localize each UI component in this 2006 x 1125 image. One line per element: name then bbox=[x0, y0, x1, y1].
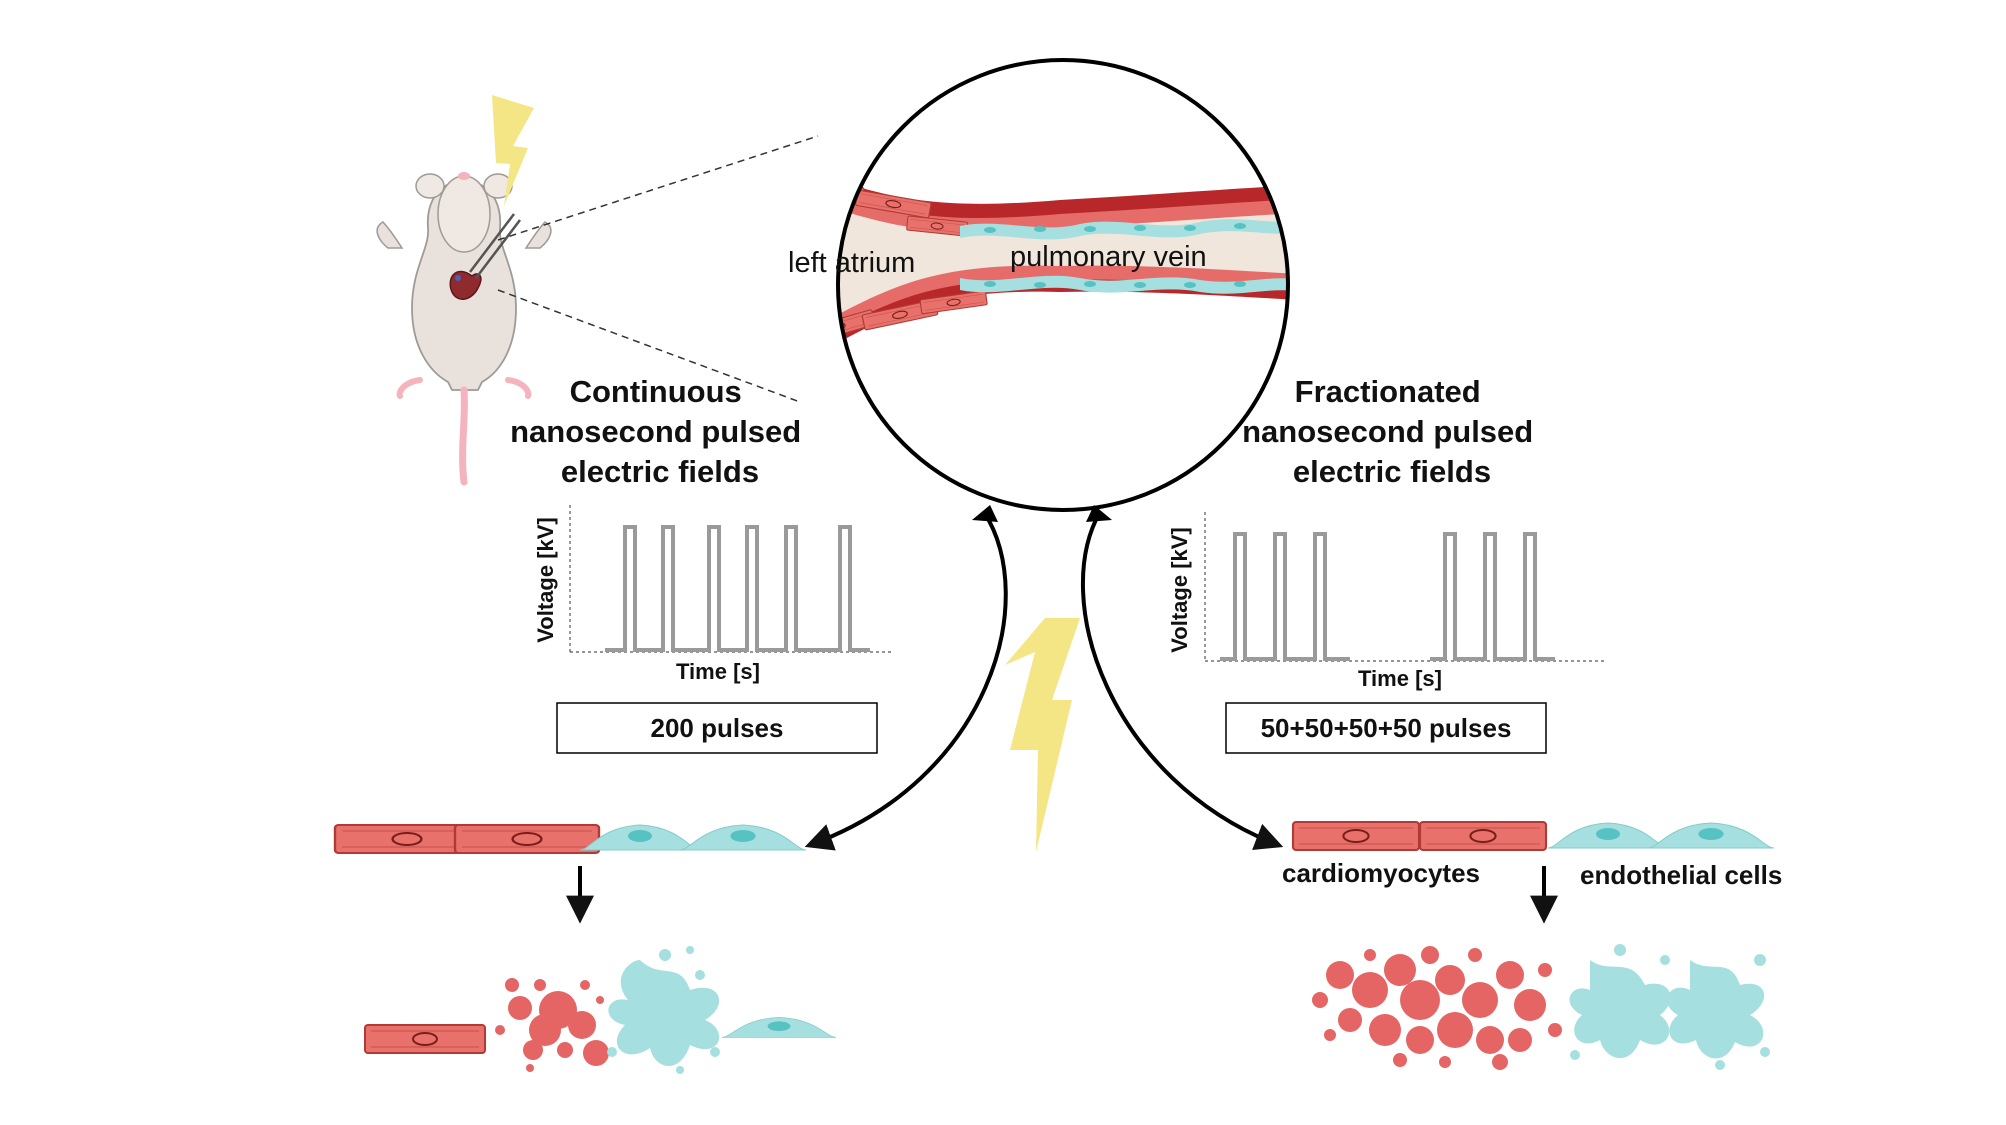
left-outcome bbox=[364, 946, 837, 1074]
continuous-x-label: Time [s] bbox=[676, 659, 760, 684]
right-outcome bbox=[1312, 944, 1770, 1070]
arrow-tail-left bbox=[972, 505, 998, 522]
intact-endothelial-cell bbox=[721, 1016, 837, 1038]
ruptured-cardiomyocyte-blebs bbox=[1312, 946, 1562, 1070]
continuous-y-label: Voltage [kV] bbox=[533, 517, 558, 643]
endothelial-cells-label: endothelial cells bbox=[1580, 860, 1782, 890]
cardiomyocyte-cell bbox=[453, 823, 601, 855]
continuous-title-line-1: Continuous bbox=[570, 374, 742, 409]
continuous-pulse-plot: Voltage [kV] Time [s] bbox=[533, 505, 892, 684]
vessel-zoom-circle bbox=[836, 58, 1290, 512]
fractionated-pulse-label: 50+50+50+50 pulses bbox=[1261, 713, 1512, 743]
fractionated-pulse-trace bbox=[1220, 532, 1555, 661]
fractionated-title: Fractionated nanosecond pulsed electric … bbox=[1242, 374, 1542, 489]
continuous-pulse-label: 200 pulses bbox=[651, 713, 784, 743]
continuous-title-line-3: electric fields bbox=[561, 454, 759, 489]
zoom-line-upper bbox=[497, 135, 819, 241]
left-cell-row bbox=[333, 823, 807, 855]
ruptured-endothelial-splat-2 bbox=[1667, 960, 1765, 1059]
curved-arrow-left bbox=[804, 510, 1008, 851]
fractionated-y-label: Voltage [kV] bbox=[1167, 527, 1192, 653]
fractionated-title-line-1: Fractionated bbox=[1295, 374, 1481, 409]
cardiomyocytes-label: cardiomyocytes bbox=[1282, 858, 1480, 888]
ruptured-endothelial-splat-1 bbox=[1569, 960, 1671, 1059]
large-lightning-bolt-icon bbox=[1005, 618, 1080, 852]
cardiomyocyte-cell bbox=[1291, 820, 1421, 852]
continuous-pulse-trace bbox=[605, 525, 870, 652]
right-cell-row bbox=[1291, 820, 1775, 852]
curved-arrow-right bbox=[1080, 511, 1284, 850]
arrow-tail-right bbox=[1086, 505, 1112, 522]
ruptured-endothelial-splat bbox=[608, 960, 720, 1067]
continuous-title: Continuous nanosecond pulsed electric fi… bbox=[510, 374, 810, 489]
ruptured-cardiomyocyte-blebs bbox=[495, 978, 609, 1072]
endothelial-cell bbox=[679, 824, 807, 851]
fractionated-pulse-plot: Voltage [kV] Time [s] bbox=[1167, 512, 1605, 691]
fractionated-x-label: Time [s] bbox=[1358, 666, 1442, 691]
fractionated-title-line-2: nanosecond pulsed bbox=[1242, 414, 1533, 449]
lightning-bolt-icon bbox=[492, 95, 534, 206]
continuous-pulse-box bbox=[556, 702, 878, 754]
left-atrium-label: left atrium bbox=[788, 247, 915, 279]
cardiomyocyte-cell bbox=[1418, 820, 1548, 852]
fractionated-title-line-3: electric fields bbox=[1293, 454, 1491, 489]
intact-cardiomyocyte bbox=[364, 1024, 486, 1054]
continuous-title-line-2: nanosecond pulsed bbox=[510, 414, 801, 449]
zoom-line-lower bbox=[497, 289, 801, 403]
fractionated-pulse-box bbox=[1225, 702, 1547, 754]
endothelial-cell bbox=[1547, 822, 1669, 849]
pulmonary-vein-label: pulmonary vein bbox=[1010, 241, 1207, 273]
endothelial-cell bbox=[1647, 822, 1775, 849]
